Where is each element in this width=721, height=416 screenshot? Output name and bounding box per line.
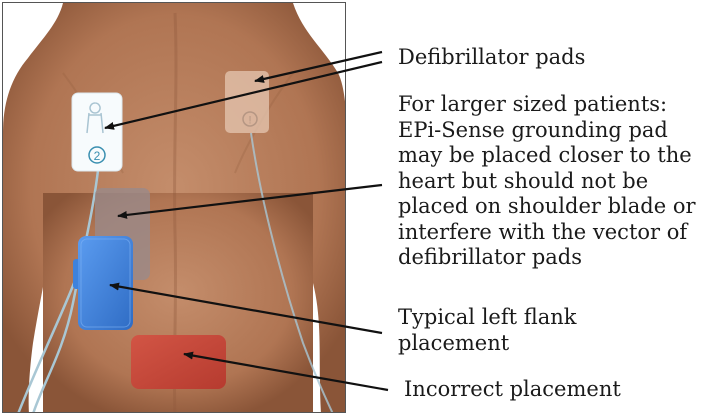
epi-line-2: EPi-Sense grounding pad <box>398 118 696 144</box>
arrow-to-left-flank-pad <box>110 285 382 333</box>
epi-line-5: placed on shoulder blade or <box>398 194 696 220</box>
epi-line-3: may be placed closer to the <box>398 143 696 169</box>
label-left-flank: Typical left flank placement <box>398 305 577 357</box>
label-incorrect-placement: Incorrect placement <box>404 377 621 402</box>
arrow-to-pad-2 <box>105 62 382 128</box>
epi-line-6: interfere with the vector of <box>398 220 696 246</box>
flank-line-2: placement <box>398 331 577 357</box>
label-defibrillator-pads: Defibrillator pads <box>398 45 585 70</box>
epi-line-4: heart but should not be <box>398 169 696 195</box>
arrow-to-alternate-pad <box>118 185 382 216</box>
label-epi-sense-note: For larger sized patients: EPi-Sense gro… <box>398 92 696 271</box>
epi-line-7: defibrillator pads <box>398 245 696 271</box>
flank-line-1: Typical left flank <box>398 305 577 331</box>
arrow-to-incorrect-pad <box>184 354 388 390</box>
epi-line-1: For larger sized patients: <box>398 92 696 118</box>
